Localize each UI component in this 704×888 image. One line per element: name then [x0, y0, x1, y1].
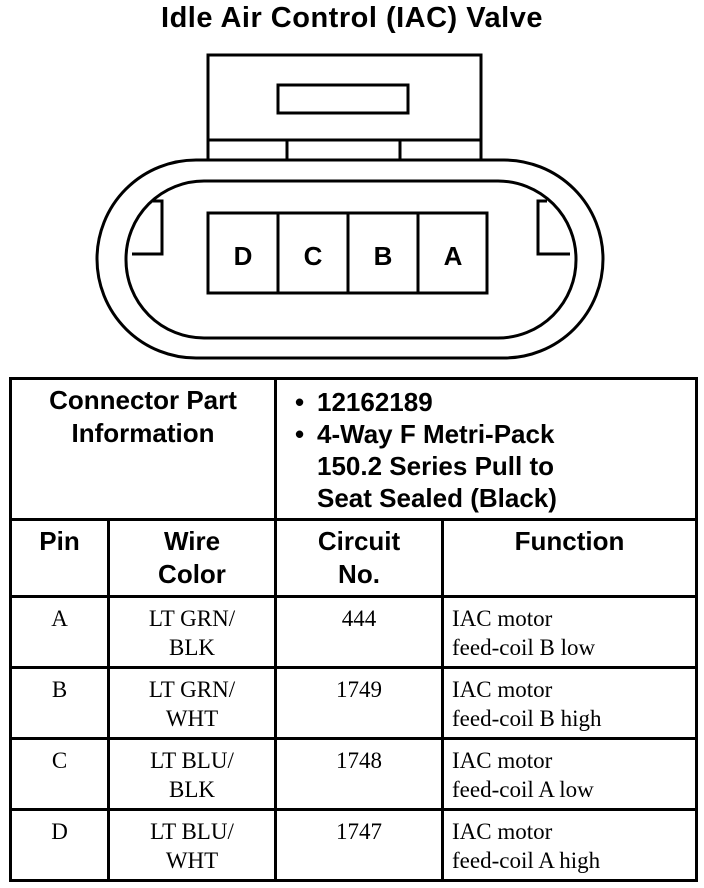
- pin-cell: A: [9, 595, 110, 669]
- table-header-row: Pin Wire Color Circuit No. Function: [9, 518, 699, 598]
- header-circuit: Circuit No.: [274, 518, 444, 598]
- part-number: • 12162189: [295, 387, 433, 417]
- circuit-cell: 1747: [274, 808, 444, 882]
- table-row: C LT BLU/ BLK 1748 IAC motor feed-coil A…: [9, 737, 699, 811]
- function-cell: IAC motor feed-coil B low: [440, 595, 699, 669]
- connector-body-outer: [95, 158, 605, 360]
- function-cell: IAC motor feed-coil A low: [440, 737, 699, 811]
- table-row: B LT GRN/ WHT 1749 IAC motor feed-coil B…: [9, 666, 699, 740]
- header-wire-color: Wire Color: [107, 518, 277, 598]
- cavity-label-d: D: [234, 241, 253, 271]
- part-info-values: • 12162189 • 4-Way F Metri-Pack 150.2 Se…: [273, 377, 699, 521]
- diagram-title: Idle Air Control (IAC) Valve: [161, 2, 543, 34]
- header-pin: Pin: [9, 518, 110, 598]
- wire-color-cell: LT BLU/ WHT: [107, 808, 277, 882]
- cavity-label-c: C: [304, 241, 323, 271]
- cavity-label-b: B: [374, 241, 393, 271]
- connector-body-inner: [124, 179, 578, 340]
- wire-color-cell: LT GRN/ BLK: [107, 595, 277, 669]
- table-row: D LT BLU/ WHT 1747 IAC motor feed-coil A…: [9, 808, 699, 882]
- part-info-label: Connector Part Information: [9, 377, 277, 521]
- pin-cell: D: [9, 808, 110, 882]
- circuit-cell: 1749: [274, 666, 444, 740]
- header-function: Function: [440, 518, 699, 598]
- wire-color-cell: LT GRN/ WHT: [107, 666, 277, 740]
- pin-cell: B: [9, 666, 110, 740]
- connector-lock-tab: [276, 83, 410, 115]
- pin-cell: C: [9, 737, 110, 811]
- connector-info-table: Connector Part Information • 12162189 • …: [9, 377, 699, 882]
- function-cell: IAC motor feed-coil B high: [440, 666, 699, 740]
- wire-color-cell: LT BLU/ BLK: [107, 737, 277, 811]
- cavity-label-a: A: [444, 241, 463, 271]
- function-cell: IAC motor feed-coil A high: [440, 808, 699, 882]
- connector-drawing: D C B A: [95, 53, 605, 360]
- connector-key-right: [536, 199, 570, 256]
- circuit-cell: 1748: [274, 737, 444, 811]
- connector-key-left: [132, 199, 164, 256]
- part-info-row: Connector Part Information • 12162189 • …: [9, 377, 699, 521]
- circuit-cell: 444: [274, 595, 444, 669]
- part-description: • 4-Way F Metri-Pack 150.2 Series Pull t…: [295, 419, 557, 513]
- table-row: A LT GRN/ BLK 444 IAC motor feed-coil B …: [9, 595, 699, 669]
